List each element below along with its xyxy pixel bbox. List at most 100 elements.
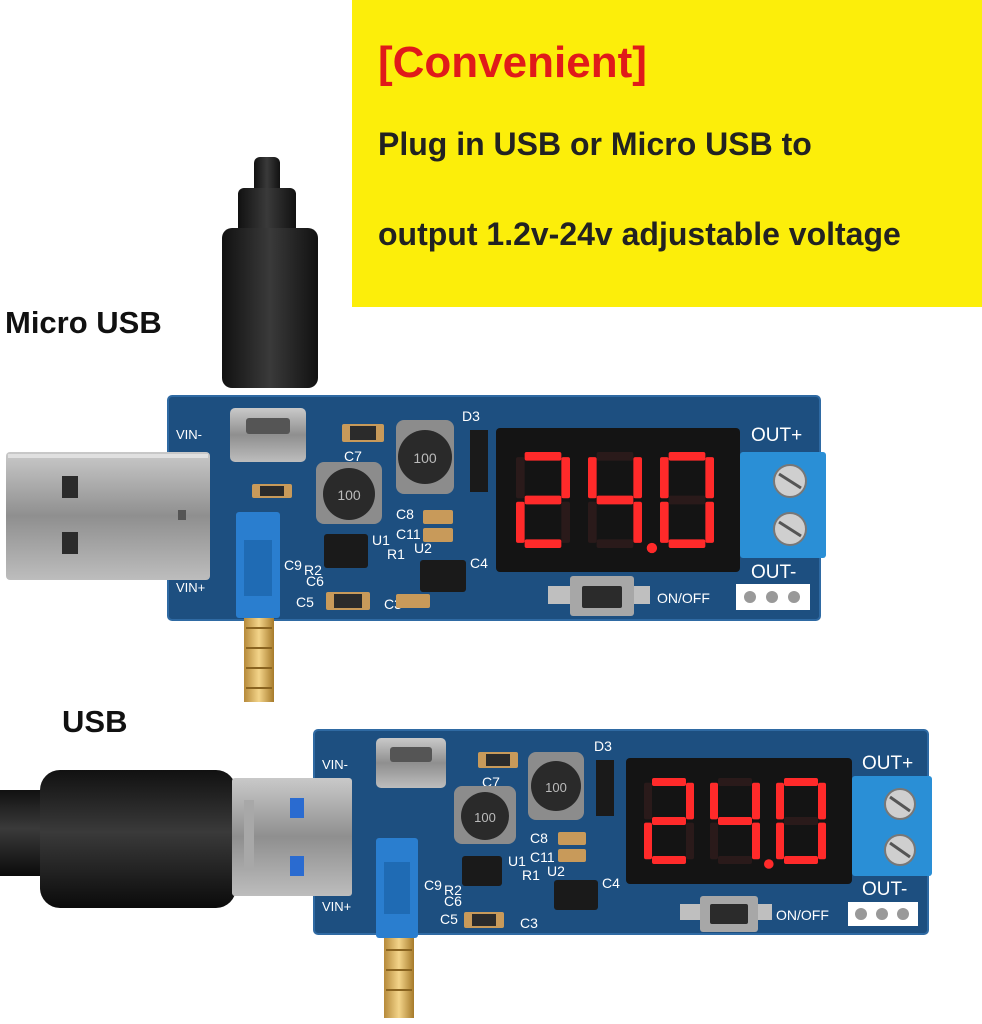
top-display-digit-2-segment-d	[668, 539, 706, 548]
potentiometer-2	[376, 838, 418, 1018]
silk-c5: C5	[296, 594, 314, 610]
top-display-digit-1-segment-g	[596, 495, 634, 505]
banner-text-line-2: output 1.2v-24v adjustable voltage	[378, 216, 901, 252]
silk-c6: C6	[306, 573, 324, 589]
top-display-digit-0-segment-a	[524, 452, 562, 461]
silk-c8: C8	[396, 506, 414, 522]
svg-text:D3: D3	[594, 738, 612, 754]
feature-banner: [Convenient] Plug in USB or Micro USB to…	[352, 0, 982, 307]
top-display-digit-1-segment-f	[588, 457, 597, 499]
output-terminal-block	[740, 452, 826, 558]
usb-label: USB	[62, 704, 128, 739]
svg-text:C9: C9	[424, 877, 442, 893]
bottom-display-digit-0-segment-g	[652, 817, 686, 825]
micro-usb-cable-plug	[222, 157, 318, 388]
svg-text:R2: R2	[444, 882, 462, 898]
bottom-display-digit-1-segment-c	[752, 822, 760, 860]
silk-r1: R1	[387, 546, 405, 562]
banner-text-line-1: Plug in USB or Micro USB to	[378, 126, 812, 162]
svg-text:OUT-: OUT-	[862, 879, 907, 900]
inductor-2: 100	[396, 420, 454, 494]
svg-text:OUT+: OUT+	[862, 753, 913, 774]
banner-title: [Convenient]	[378, 38, 647, 87]
silk-d3: D3	[462, 408, 480, 424]
usb-a-plug-metal	[6, 452, 210, 580]
top-display-digit-2-segment-b	[705, 457, 714, 499]
top-display-digit-0-segment-c	[561, 501, 570, 543]
silk-c4: C4	[470, 555, 488, 571]
bottom-display-digit-2-segment-c	[818, 822, 826, 860]
top-display-decimal-point	[646, 542, 658, 554]
silk-vin-minus: VIN-	[176, 427, 202, 442]
bottom-display-digit-2-segment-e	[776, 822, 784, 860]
svg-text:100: 100	[337, 487, 361, 503]
bottom-display-digit-2-segment-b	[818, 782, 826, 820]
top-display-digit-0-segment-e	[516, 501, 525, 543]
top-display-digit-2-segment-g	[668, 495, 706, 505]
bottom-display-digit-1-segment-a	[718, 778, 752, 786]
top-display-digit-1-segment-e	[588, 501, 597, 543]
inductor-4: 100	[528, 752, 584, 820]
svg-text:C5: C5	[440, 911, 458, 927]
micro-usb-label: Micro USB	[5, 305, 162, 340]
silk-c7: C7	[344, 448, 362, 464]
bottom-display-digit-0-segment-e	[644, 822, 652, 860]
silk-c9: C9	[284, 557, 302, 573]
svg-text:C6: C6	[444, 893, 462, 909]
top-display-digit-1-segment-b	[633, 457, 642, 499]
top-display-digit-1-segment-a	[596, 452, 634, 461]
bottom-display-digit-2-segment-d	[784, 856, 818, 864]
micro-usb-port	[230, 408, 306, 462]
bottom-display-digit-1-segment-g	[718, 817, 752, 825]
top-display-digit-1-segment-d	[596, 539, 634, 548]
svg-text:C4: C4	[602, 875, 620, 891]
silk-c11: C11	[396, 526, 421, 542]
svg-text:C8: C8	[530, 830, 548, 846]
bottom-display-digit-0-segment-f	[644, 782, 652, 820]
top-display-digit-0-segment-b	[561, 457, 570, 499]
svg-text:VIN+: VIN+	[322, 899, 351, 914]
svg-text:ON/OFF: ON/OFF	[776, 907, 829, 923]
silk-on-off: ON/OFF	[657, 590, 710, 606]
svg-text:100: 100	[413, 450, 437, 466]
svg-text:C3: C3	[520, 915, 538, 931]
bottom-display-digit-0-segment-a	[652, 778, 686, 786]
on-off-button	[548, 576, 650, 616]
bottom-display-digit-2-segment-a	[784, 778, 818, 786]
bottom-display-digit-1-segment-d	[718, 856, 752, 864]
top-display-digit-2-segment-a	[668, 452, 706, 461]
potentiometer	[236, 512, 280, 702]
svg-text:R1: R1	[522, 867, 540, 883]
top-display-digit-2-segment-f	[660, 457, 669, 499]
bottom-display-digit-0-segment-d	[652, 856, 686, 864]
bottom-display-digit-2-segment-g	[784, 817, 818, 825]
module-bottom: VIN- VIN+ D3 C7 C8 C11 U1 U2 R1 R2 C9 C6…	[0, 729, 932, 1018]
silk-out-plus: OUT+	[751, 425, 802, 446]
bottom-display-digit-1-segment-e	[710, 822, 718, 860]
output-terminal-block-2	[852, 776, 932, 876]
bottom-display-digit-0-segment-c	[686, 822, 694, 860]
top-display-digit-2-segment-c	[705, 501, 714, 543]
bottom-display-digit-1-segment-f	[710, 782, 718, 820]
bottom-display-digit-2-segment-f	[776, 782, 784, 820]
svg-text:100: 100	[545, 780, 567, 795]
svg-text:VIN-: VIN-	[322, 757, 348, 772]
silk-r2: R2	[304, 562, 322, 578]
module-top: VIN- VIN+ D3 C7 C8 C11 U1 U2 R1 R2 C9 C6…	[6, 157, 826, 702]
silk-vin-plus: VIN+	[176, 580, 205, 595]
micro-usb-port-2	[376, 738, 446, 788]
svg-text:100: 100	[474, 810, 496, 825]
usb-a-cable-plug	[0, 770, 352, 908]
svg-text:U1: U1	[508, 853, 526, 869]
on-off-button-2	[680, 896, 772, 932]
silk-u1: U1	[372, 532, 390, 548]
silk-u2: U2	[414, 540, 432, 556]
inductor-3: 100	[454, 786, 516, 844]
inductor-1: 100	[316, 462, 382, 524]
top-display-digit-0-segment-g	[524, 495, 562, 505]
top-display-digit-0-segment-f	[516, 457, 525, 499]
silk-out-minus: OUT-	[751, 562, 796, 583]
bottom-display-decimal-point	[764, 859, 774, 869]
top-display-digit-2-segment-e	[660, 501, 669, 543]
